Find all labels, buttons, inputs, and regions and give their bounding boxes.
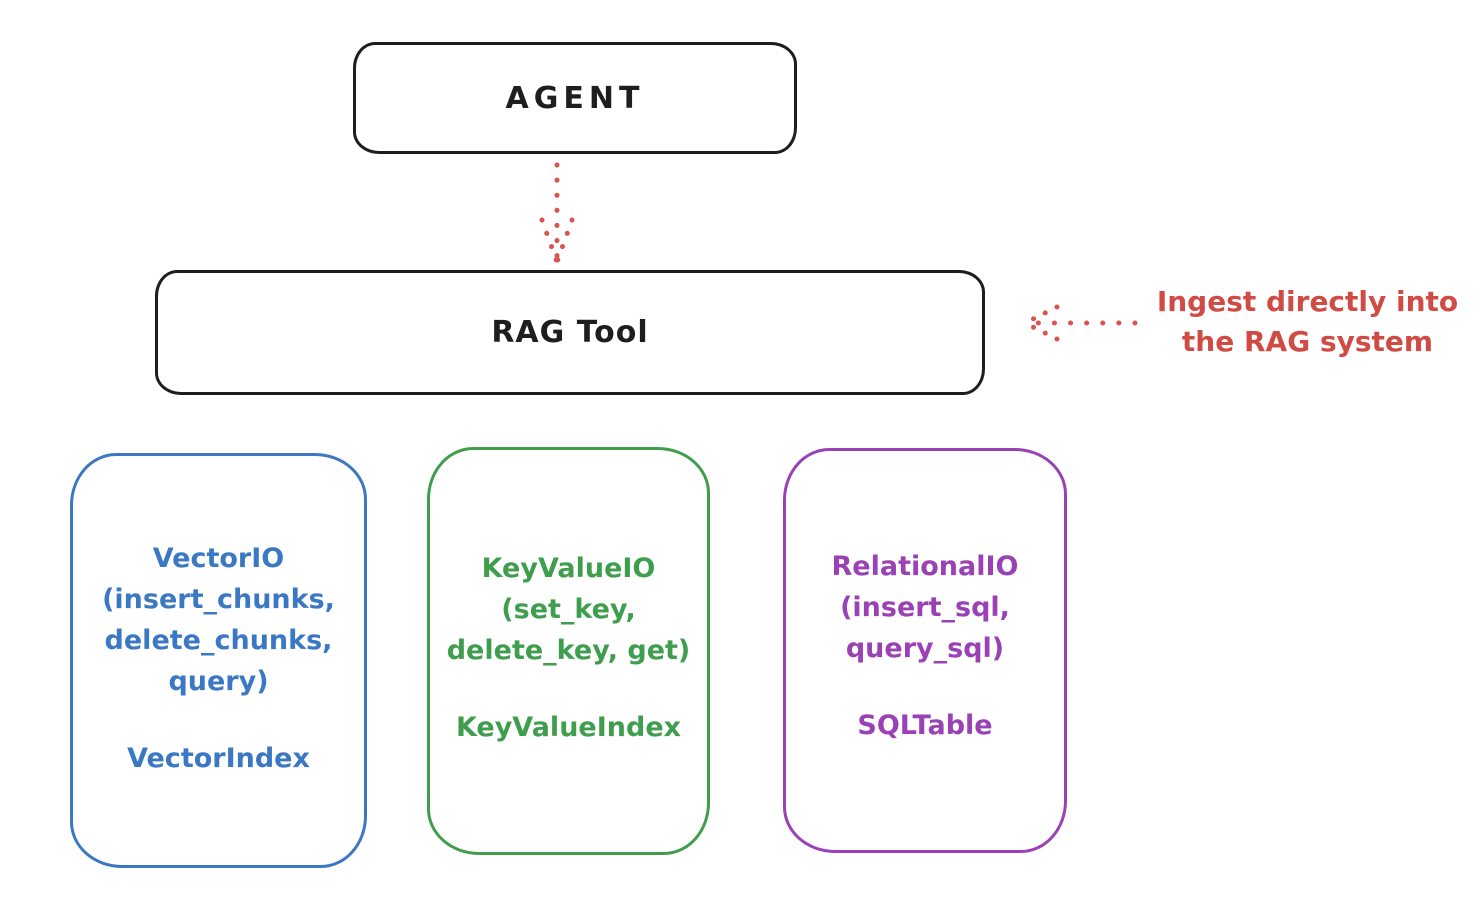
ingest-annotation: Ingest directly into the RAG system	[1140, 282, 1475, 362]
vector-io-line-1: VectorIO	[152, 543, 285, 574]
keyvalue-io-box: KeyValueIO (set_key, delete_key, get) Ke…	[427, 447, 710, 855]
keyvalue-io-line-1: KeyValueIO	[481, 553, 656, 584]
relational-io-line-1: RelationalIO	[831, 551, 1019, 582]
vector-io-line-3: delete_chunks,	[104, 625, 333, 656]
vector-index-label: VectorIndex	[127, 743, 310, 774]
left-arrow-icon	[1022, 304, 1138, 342]
agent-box-label: AGENT	[505, 80, 645, 116]
relational-io-line-3: query_sql)	[845, 633, 1005, 664]
rag-tool-box-label: RAG Tool	[491, 315, 649, 350]
keyvalue-io-line-2: (set_key,	[501, 594, 636, 625]
ingest-annotation-line-1: Ingest directly into	[1156, 285, 1459, 318]
vector-io-line-4: query)	[168, 666, 269, 697]
rag-tool-box: RAG Tool	[155, 270, 985, 395]
sql-table-label: SQLTable	[857, 710, 993, 741]
keyvalue-index-label: KeyValueIndex	[455, 712, 682, 743]
down-arrow-icon	[539, 162, 575, 265]
agent-box: AGENT	[353, 42, 797, 154]
ingest-annotation-line-2: the RAG system	[1181, 325, 1434, 358]
relational-io-line-2: (insert_sql,	[840, 592, 1010, 623]
vector-io-line-2: (insert_chunks,	[102, 584, 335, 615]
vector-io-box: VectorIO (insert_chunks, delete_chunks, …	[70, 453, 367, 868]
keyvalue-io-line-3: delete_key, get)	[446, 635, 691, 666]
relational-io-box: RelationalIO (insert_sql, query_sql) SQL…	[783, 448, 1067, 853]
